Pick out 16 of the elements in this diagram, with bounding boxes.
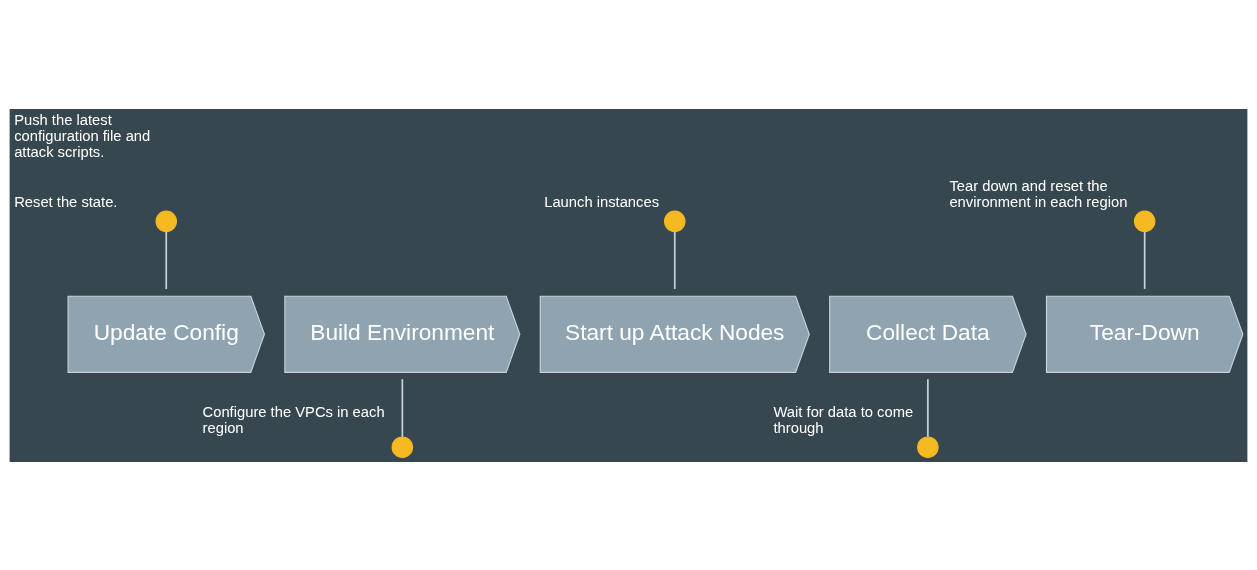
connector — [673, 230, 676, 290]
node-label: Reset the state. — [14, 193, 118, 210]
node-circle — [1133, 210, 1156, 232]
connector — [1143, 230, 1146, 290]
node-label: Tear down and reset the environment in each region — [949, 177, 1128, 210]
node-label: Configure the VPCs in each region — [202, 403, 385, 436]
node-label: Push the latest configuration file and attack scripts. — [14, 111, 151, 160]
node-label: Wait for data to come through — [773, 403, 914, 436]
connector — [165, 230, 168, 290]
connector — [927, 377, 929, 438]
node-circle — [663, 210, 686, 232]
node-circle — [917, 435, 939, 458]
node-circle — [155, 210, 178, 232]
node-label: Launch instances — [544, 193, 660, 210]
node-circle — [391, 435, 414, 458]
connector — [401, 377, 404, 438]
